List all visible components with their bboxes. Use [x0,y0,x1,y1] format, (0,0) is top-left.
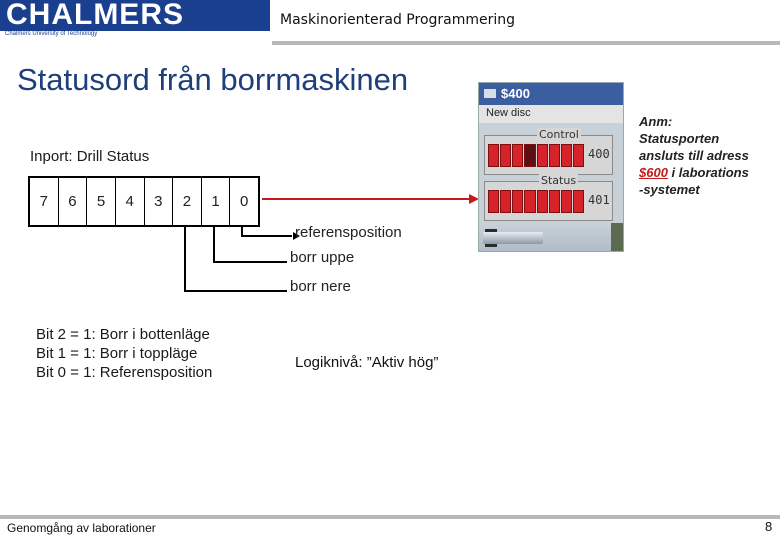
note-line-4: $600 i laborations [639,164,749,181]
slide-title: Statusord från borrmaskinen [17,62,409,97]
port-arrowhead [469,194,479,204]
panel-window-title: $400 [501,86,530,101]
drill-machine-panel: $400 New disc Control 400 Status 401 [478,82,624,252]
bit-description-2: Bit 2 = 1: Borr i bottenläge [36,326,210,343]
drill-frame-icon [611,223,623,251]
footer-text: Genomgång av laborationer [7,521,156,535]
drill-image [479,223,623,251]
status-led-6 [500,190,512,213]
chalmers-logo: CHALMERS [0,0,270,31]
bit-cell-6: 6 [59,178,88,225]
status-led-1 [560,190,572,213]
bit-description-1: Bit 1 = 1: Borr i toppläge [36,345,198,362]
drill-bit-icon [483,232,543,244]
control-address: 400 [588,147,610,161]
status-led-row [488,190,584,213]
panel-menubar: New disc [479,105,623,123]
control-led-3 [536,144,548,167]
signal-label-borr-nere: borr nere [290,278,351,295]
logo-text: CHALMERS [6,0,184,31]
bit-cell-0: 0 [240,193,249,210]
control-led-5 [512,144,524,167]
status-led-2 [548,190,560,213]
control-led-row [488,144,584,167]
note-line-4-rest: i laborations [667,165,749,180]
status-led-4 [524,190,536,213]
page-number: 8 [765,519,773,534]
bit-cell-3: 3 [145,178,174,225]
signal-label-referensposition: referensposition [295,224,402,241]
status-led-0 [572,190,584,213]
panel-titlebar: $400 [479,83,623,105]
status-address: 401 [588,193,610,207]
note-line-5: -systemet [639,182,700,197]
control-led-7 [488,144,500,167]
note-line-1: Anm: [639,114,673,129]
bit-register: 7 6 5 4 3 2 1 0 [28,176,260,227]
note-line-2: Statusporten [639,131,720,146]
header-divider [272,41,780,45]
window-menu-icon[interactable] [484,89,496,98]
status-led-5 [512,190,524,213]
status-led-7 [488,190,500,213]
status-label: Status [539,174,579,187]
bit1-connector [213,227,287,263]
control-led-2 [548,144,560,167]
note-box: Anm: Statusporten ansluts till adress $6… [639,113,749,198]
bit-cell-7: 7 [30,178,59,225]
note-address: $600 [639,165,668,180]
bit-descriptions: Bit 2 = 1: Borr i bottenläge Bit 1 = 1: … [36,325,212,382]
inport-label: Inport: Drill Status [30,148,150,165]
bit-cell-2: 2 [173,178,202,225]
status-led-3 [536,190,548,213]
menu-new-disc[interactable]: New disc [486,107,531,119]
control-led-4 [524,144,536,167]
status-group: Status 401 [484,174,613,221]
bit-cell-4: 4 [116,178,145,225]
control-led-1 [560,144,572,167]
control-label: Control [537,128,581,141]
bit0-connector [241,227,292,237]
bit-description-0: Bit 0 = 1: Referensposition [36,364,213,381]
logo-subtitle: Chalmers University of Technology [5,31,98,37]
bit-cell-5: 5 [87,178,116,225]
footer-divider [0,515,780,519]
control-led-0 [572,144,584,167]
signal-label-borr-uppe: borr uppe [290,249,355,266]
control-led-6 [500,144,512,167]
bit0-arrowhead [293,232,300,240]
logic-level-text: Logiknivå: ”Aktiv hög” [295,354,439,371]
note-line-3: ansluts till adress [639,148,749,163]
bit-cell-1: 1 [202,178,231,225]
control-group: Control 400 [484,128,613,175]
course-title: Maskinorienterad Programmering [280,12,516,28]
bit2-connector [184,227,287,292]
